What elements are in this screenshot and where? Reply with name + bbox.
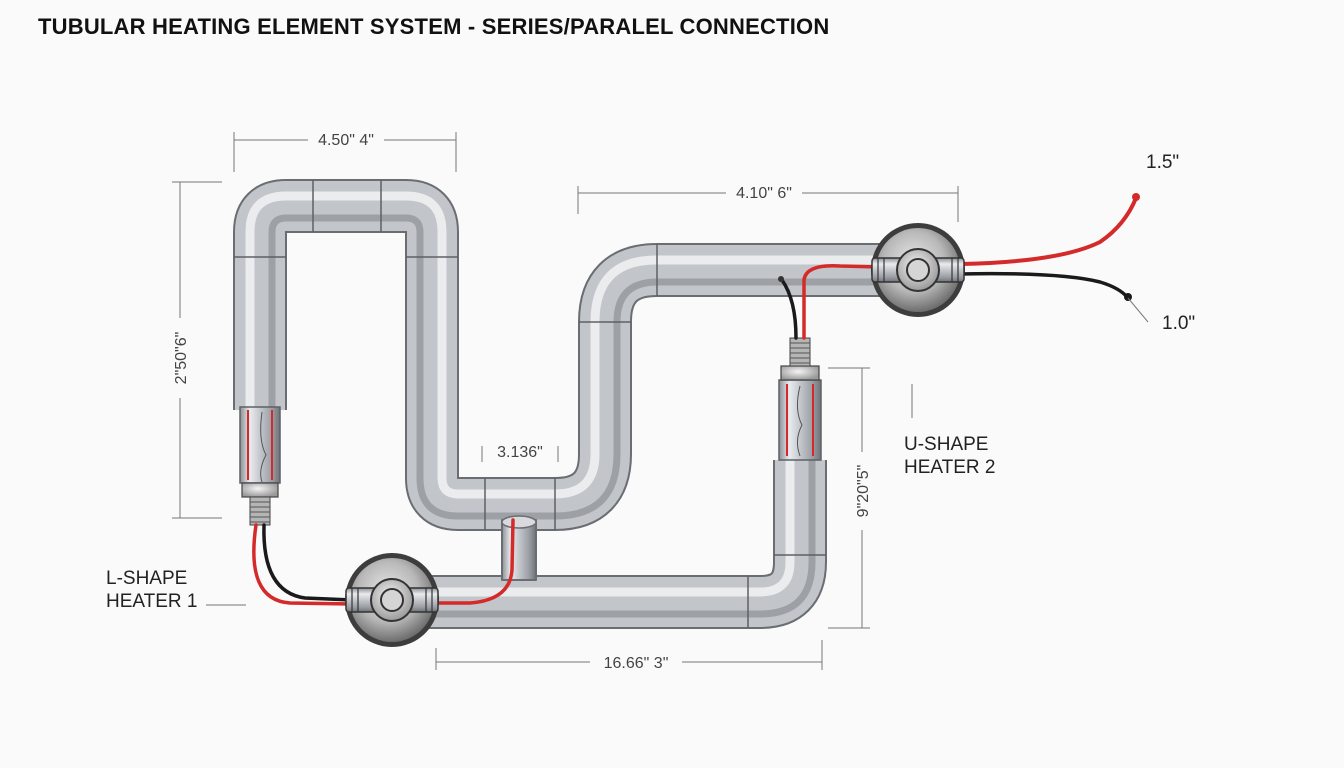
heater2-label-line1: U-SHAPE [904,434,988,455]
fitting-right [871,223,965,317]
heater2-label-line2: HEATER 2 [904,457,996,478]
heater1-tube [235,181,900,529]
fitting-left [345,553,439,647]
tube-seams [234,180,826,628]
dim-center-gap: 3.136" [497,444,543,461]
heater2-terminal [778,337,822,461]
wire-label-black: 1.0" [1162,313,1195,334]
dim-top-right-width: 4.10" 6" [736,185,792,202]
heater1-tube-shade [268,214,900,520]
heater1-terminal [239,406,281,526]
heater2-tube-shade [395,460,816,618]
heater2-tube [395,460,825,627]
tee-stub [501,519,537,581]
wire-black-out [958,271,1130,300]
heater1-label-line2: HEATER 1 [106,591,198,612]
wire-label-red: 1.5" [1146,152,1179,173]
wire-red-h2 [802,264,882,340]
tube-assembly [233,179,900,629]
diagram-title: TUBULAR HEATING ELEMENT SYSTEM - SERIES/… [38,14,830,39]
heater2-tube-highlight [395,460,795,597]
wire-red-end [1132,193,1140,201]
wire-red-h1 [252,523,354,606]
dim-bottom-width: 16.66" 3" [604,655,669,672]
wire-red-out [958,196,1138,266]
dim-left-height: 2"50"6" [173,332,190,385]
wire-red-tee [430,518,515,605]
heater1-label-line1: L-SHAPE [106,568,187,589]
dimension-lines [172,132,1149,670]
wire-black-h2 [780,278,798,340]
wire-black-h1 [262,523,354,602]
tee-stub-cap [501,515,537,529]
wire-black-end [1124,293,1132,301]
heater1-tube-highlight [245,191,900,499]
wiring [252,193,1140,606]
dim-top-left-width: 4.50" 4" [318,132,374,149]
dim-right-height: 9"20"5" [855,465,872,518]
junction-dot [778,276,784,282]
